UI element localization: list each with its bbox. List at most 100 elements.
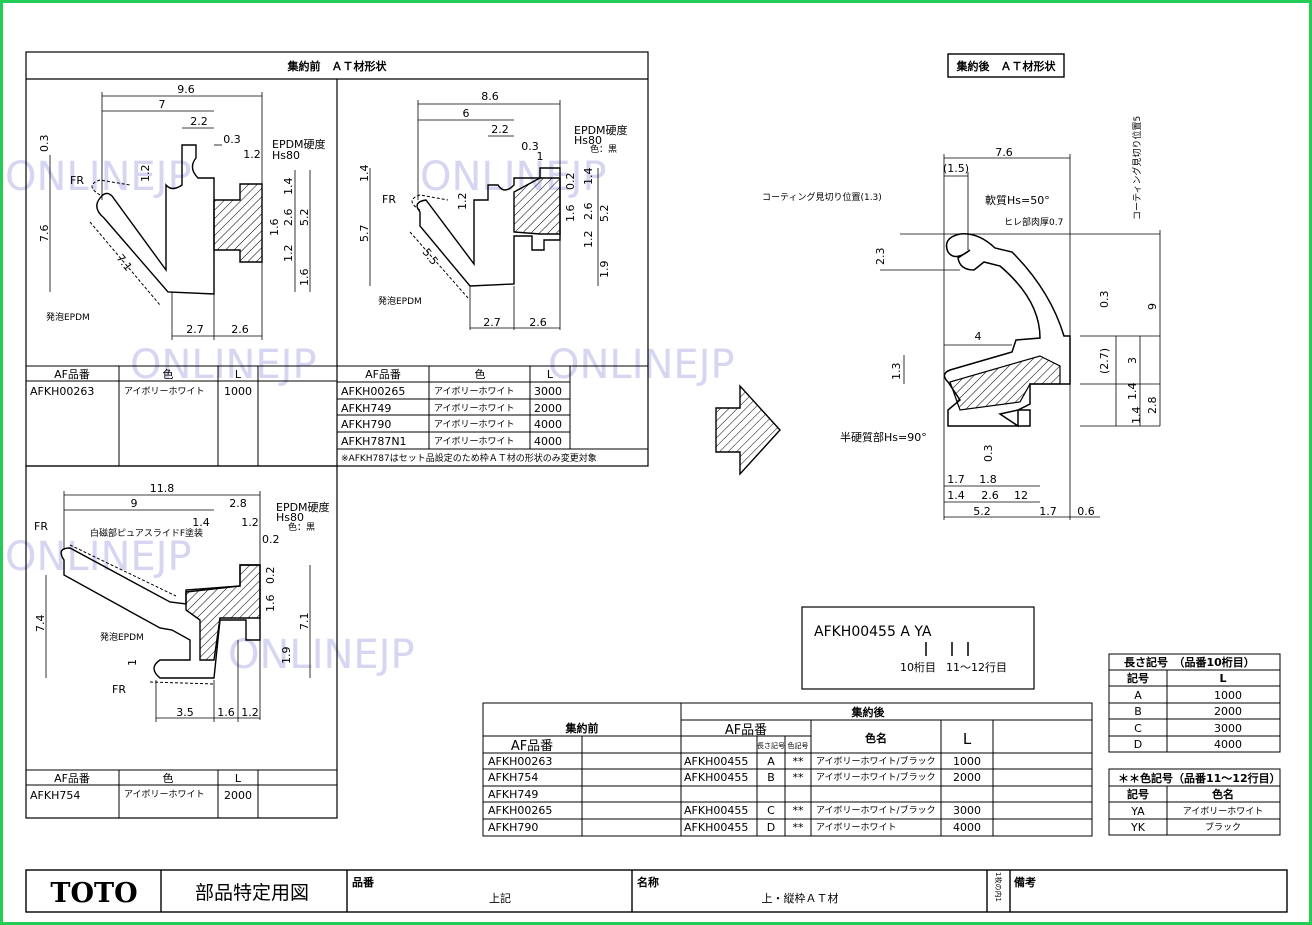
dim-1.2c: 1.2	[282, 245, 295, 263]
dim-9: 9	[131, 497, 138, 510]
dim-1.6b: 1.6	[217, 706, 235, 719]
table-cell: AFKH790	[488, 821, 538, 834]
dim-7.4: 7.4	[34, 615, 47, 633]
table-cell: 3000	[953, 804, 981, 817]
length-table-grid	[1108, 653, 1281, 753]
dim-2.7: (2.7)	[1098, 348, 1111, 374]
panel3-table-grid	[26, 769, 337, 818]
part-name: 上・縦枠ＡＴ材	[762, 891, 839, 905]
dim-1.9: 1.9	[598, 261, 611, 279]
panel2-table: AF品番 色 L AFKH00265 アイボリーホワイト 3000 AFKH74…	[341, 367, 597, 464]
label-fin: ヒレ部肉厚0.7	[1004, 216, 1063, 228]
table-cell: ブラック	[1205, 821, 1241, 833]
code-digit10: 10桁目	[900, 660, 936, 674]
table-cell: **	[793, 821, 805, 834]
dim-1.4b: 1.4	[1130, 407, 1143, 425]
dim-1.5: (1.5)	[943, 162, 969, 175]
th-af: AF品番	[365, 368, 401, 381]
dim-0.6: 0.6	[1077, 505, 1095, 518]
color-table-title: ＊＊色記号（品番11～12行目）	[1118, 771, 1281, 785]
table-cell: アイボリーホワイト	[434, 436, 515, 447]
dim-0.3: 0.3	[223, 133, 241, 146]
dim-0.2b: 0.2	[264, 567, 277, 585]
dim-1.2: 1.2	[243, 148, 261, 161]
dim-7: 7	[159, 98, 166, 111]
watermark: ONLINEJP	[228, 632, 415, 678]
title-block: TOTO 部品特定用図 品番 上記 名称 上・縦枠ＡＴ材 1枚の内1 備考	[50, 872, 1036, 909]
table-cell: AFKH749	[488, 788, 538, 801]
dim-0.2: 0.2	[262, 533, 280, 546]
dim-1.7: 1.7	[947, 473, 965, 486]
part-code: AFKH00455 A YA	[814, 624, 932, 640]
table-cell: AFKH787N1	[341, 435, 407, 448]
table-cell: 4000	[953, 821, 981, 834]
table-cell: **	[793, 771, 805, 784]
table-cell: YA	[1130, 805, 1145, 818]
color-table: ＊＊色記号（品番11～12行目） 記号 色名 YA アイボリーホワイト YK ブ…	[1118, 771, 1281, 834]
table-cell: A	[1134, 689, 1142, 702]
transition-arrow-icon	[715, 384, 781, 476]
dim-2.3: 2.3	[874, 248, 887, 266]
dim-1: 1	[537, 150, 544, 163]
part-number: 上記	[489, 891, 511, 905]
table-cell: アイボリーホワイト	[434, 403, 515, 414]
label-epdm: EPDM硬度	[574, 123, 628, 137]
dim-0.3: 0.3	[521, 140, 539, 153]
table-cell: AFKH749	[341, 402, 391, 415]
table-cell: AFKH00455	[684, 821, 748, 834]
after-title-box	[947, 53, 1065, 78]
table-cell: アイボリーホワイト/ブラック	[816, 804, 936, 816]
dim-1.6b: 1.6	[298, 269, 311, 287]
dim-12: 12	[1014, 489, 1028, 502]
document-type: 部品特定用図	[195, 882, 309, 904]
th-before: 集約前	[565, 721, 599, 735]
dim-2.6: 2.6	[582, 203, 595, 221]
panel1-dims: 9.6 7 2.2 0.3 1.2 1.2 1.4 1.6 2.6 5.2 1.…	[38, 83, 326, 336]
dim-0.3-left: 0.3	[38, 135, 51, 153]
dim-1.4: 1.4	[1126, 383, 1139, 401]
dim-7.6: 7.6	[995, 146, 1013, 159]
dim-1.6: 1.6	[268, 219, 281, 237]
sheet-count: 1枚の内1	[994, 872, 1003, 902]
panel2-dims: 8.6 6 2.2 0.3 1 1.4 0.2 1.4 1.6 2.6 5.2 …	[358, 90, 628, 329]
panel1-dimlines	[49, 92, 311, 340]
label-fr: FR	[70, 174, 84, 187]
label-name: 名称	[637, 875, 659, 889]
dim-1.2: 1.2	[582, 231, 595, 249]
th-color-name: 色名	[865, 731, 887, 745]
dim-1.6: 1.6	[564, 205, 577, 223]
label-epdm: EPDM硬度	[272, 137, 326, 151]
dim-2.7: 2.7	[186, 323, 204, 336]
color-table-grid	[1108, 768, 1281, 836]
dim-8.6: 8.6	[481, 90, 499, 103]
table-cell: A	[767, 755, 775, 768]
dim-11.8: 11.8	[150, 482, 175, 495]
th-af: AF品番	[54, 772, 90, 785]
dim-7.1: 7.1	[298, 613, 311, 631]
label-epdm: EPDM硬度	[276, 500, 330, 514]
watermark: ONLINEJP	[548, 342, 735, 388]
table-cell: 4000	[534, 435, 562, 448]
panel2-table-grid	[337, 365, 648, 450]
label-foam: 発泡EPDM	[378, 295, 422, 307]
panel1-table-grid	[26, 365, 337, 466]
table-cell: 3000	[534, 385, 562, 398]
table-cell: 4000	[1214, 738, 1242, 751]
label-hs: Hs80	[574, 134, 602, 147]
label-hs: Hs80	[276, 511, 304, 524]
th-color-code: 色記号	[788, 741, 809, 750]
dim-1.9: 1.9	[280, 647, 293, 665]
title-block-grid	[25, 869, 1288, 913]
th-code: 記号	[1127, 671, 1149, 685]
dim-1.2b: 1.2	[139, 165, 152, 183]
dim-1.2b: 1.2	[241, 706, 259, 719]
label-remarks: 備考	[1014, 875, 1036, 889]
table-cell: C	[1134, 722, 1142, 735]
dim-2.8: 2.8	[229, 497, 247, 510]
label-foam: 発泡EPDM	[46, 311, 90, 323]
table-cell: アイボリーホワイト	[816, 822, 897, 833]
dim-1: 1	[126, 659, 139, 666]
th-code: 記号	[1127, 787, 1149, 801]
table-cell: AFKH00263	[488, 755, 552, 768]
table-cell: C	[767, 804, 775, 817]
